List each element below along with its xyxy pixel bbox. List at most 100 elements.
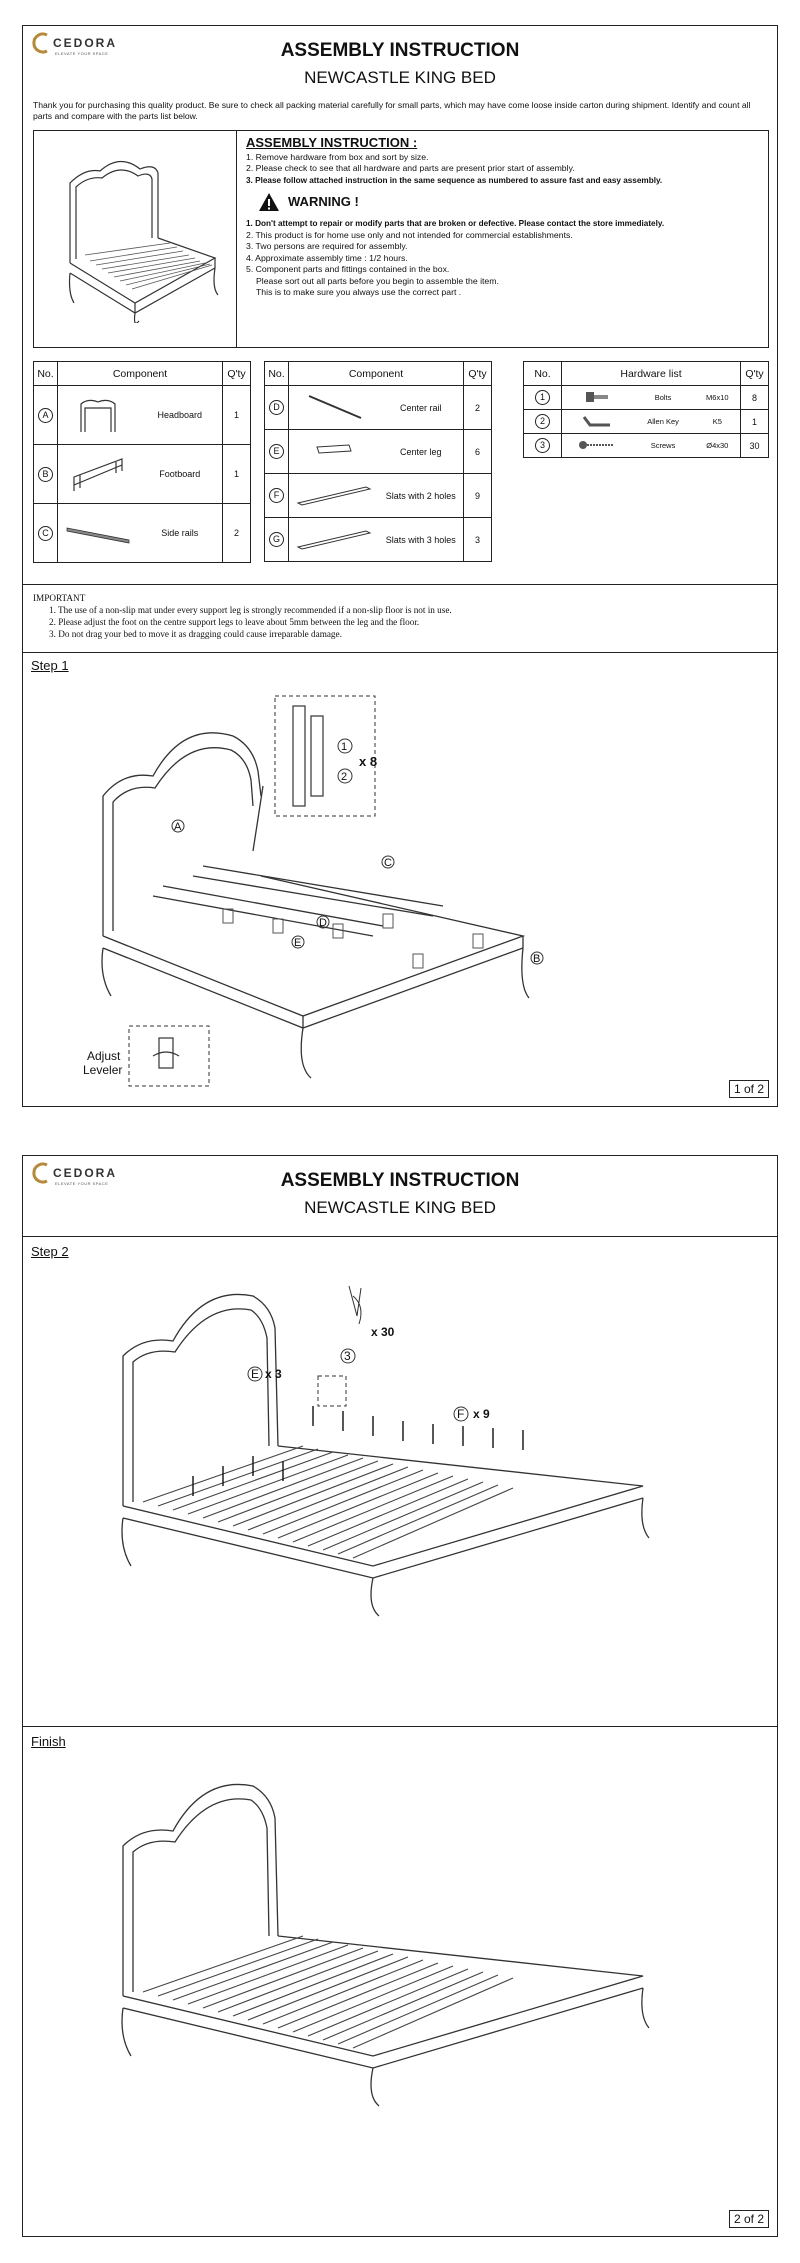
diagram-letter: B — [533, 953, 540, 965]
brand-logo: CEDORA ELEVATE YOUR SPACE — [31, 1162, 141, 1192]
adjust-label: Adjust — [87, 1049, 121, 1063]
warning-heading: WARNING ! — [258, 192, 766, 212]
part-qty: 1 — [222, 385, 251, 445]
hardware-number: 1 — [535, 390, 550, 405]
warning-item: 2. This product is for home use only and… — [246, 229, 573, 240]
finish-label: Finish — [31, 1734, 66, 1749]
part-qty: 6 — [463, 429, 492, 474]
step-1-diagram: A B C D E 1 2 — [83, 676, 723, 1096]
brand-name: CEDORA — [53, 1166, 118, 1180]
important-heading: IMPORTANT — [33, 593, 86, 603]
leveler-label: Leveler — [83, 1063, 122, 1077]
part-letter: E — [269, 444, 284, 459]
components-table-right: No. Component Q'ty D Center rail 2 E Cen… — [264, 361, 492, 562]
important-notes: IMPORTANT 1. The use of a non-slip mat u… — [33, 592, 769, 640]
document-title: ASSEMBLY INSTRUCTION — [280, 1170, 520, 1191]
panel-divider — [236, 131, 237, 347]
part-name: Headboard — [137, 385, 223, 445]
hardware-qty: 8 — [740, 385, 769, 410]
diagram-letter: C — [384, 857, 392, 869]
bolt-icon — [561, 385, 632, 410]
warning-extra: This is to make sure you always use the … — [256, 287, 462, 297]
col-no: No. — [264, 361, 289, 386]
center-rail-icon — [288, 385, 379, 430]
hardware-name: Bolts — [631, 385, 695, 410]
instructions-heading: ASSEMBLY INSTRUCTION : — [246, 135, 418, 150]
table-row: 3 Screws Ø4x30 30 — [523, 433, 769, 458]
diagram-number: 3 — [344, 1349, 351, 1363]
page-number: 2 of 2 — [728, 2210, 769, 2228]
components-table-left: No. Component Q'ty A Headboard 1 B Footb… — [33, 361, 251, 563]
hardware-qty: 30 — [740, 433, 769, 458]
table-row: F Slats with 2 holes 9 — [264, 473, 492, 518]
instruction-item: 2. Please check to see that all hardware… — [246, 163, 575, 173]
warning-item: 1. Don't attempt to repair or modify par… — [246, 219, 665, 228]
brand-name: CEDORA — [53, 36, 118, 50]
table-row: D Center rail 2 — [264, 385, 492, 430]
intro-text: Thank you for purchasing this quality pr… — [33, 100, 751, 121]
step-2-label: Step 2 — [31, 1244, 69, 1259]
screw-count: x 30 — [371, 1325, 395, 1339]
center-leg-icon — [288, 429, 379, 474]
part-name: Footboard — [137, 444, 223, 504]
hardware-number: 3 — [535, 438, 550, 453]
page-number: 1 of 2 — [728, 1080, 769, 1098]
col-no: No. — [33, 361, 58, 386]
part-qty: 1 — [222, 444, 251, 504]
overview-panel: ASSEMBLY INSTRUCTION : 1. Remove hardwar… — [33, 130, 769, 348]
table-row: A Headboard 1 — [33, 385, 251, 445]
page-1: CEDORA ELEVATE YOUR SPACE ASSEMBLY INSTR… — [22, 25, 778, 1107]
divider — [23, 652, 777, 653]
part-name: Center leg — [378, 429, 464, 474]
slat-three-holes-icon — [288, 517, 379, 562]
diagram-letter: D — [319, 917, 327, 929]
divider — [23, 584, 777, 585]
diagram-letter: E — [251, 1367, 259, 1381]
finished-bed-diagram — [103, 1756, 723, 2116]
part-letter: D — [269, 400, 284, 415]
diagram-letter: F — [457, 1407, 464, 1421]
diagram-number: 1 — [341, 741, 347, 753]
warning-triangle-icon — [259, 193, 279, 211]
document-subtitle: NEWCASTLE KING BED — [304, 68, 496, 87]
brand-logo: CEDORA ELEVATE YOUR SPACE — [31, 32, 141, 62]
step-1-label: Step 1 — [31, 658, 69, 673]
col-qty: Q'ty — [463, 361, 492, 386]
hardware-number: 2 — [535, 414, 550, 429]
col-component: Component — [288, 361, 464, 386]
table-row: 1 Bolts M6x10 8 — [523, 385, 769, 410]
table-row: B Footboard 1 — [33, 444, 251, 504]
table-row: C Side rails 2 — [33, 503, 251, 563]
col-hardware: Hardware list — [561, 361, 741, 386]
logo-mark-icon — [32, 32, 48, 54]
hardware-size: M6x10 — [694, 385, 741, 410]
slat-two-holes-icon — [288, 473, 379, 518]
part-letter: A — [38, 407, 53, 423]
part-name: Slats with 2 holes — [378, 473, 464, 518]
slat-count: x 9 — [473, 1407, 490, 1421]
center-leg-count: x 3 — [265, 1367, 282, 1381]
col-no: No. — [523, 361, 562, 386]
table-row: G Slats with 3 holes 3 — [264, 517, 492, 562]
part-letter: C — [38, 525, 53, 541]
part-name: Center rail — [378, 385, 464, 430]
col-component: Component — [57, 361, 223, 386]
table-row: E Center leg 6 — [264, 429, 492, 474]
part-letter: G — [269, 532, 284, 547]
assembly-instructions: ASSEMBLY INSTRUCTION : 1. Remove hardwar… — [246, 135, 766, 299]
important-item: 2. Please adjust the foot on the centre … — [49, 617, 420, 627]
col-qty: Q'ty — [740, 361, 769, 386]
warning-item: 3. Two persons are required for assembly… — [246, 241, 408, 251]
part-letter: F — [269, 488, 284, 503]
logo-mark-icon — [32, 1162, 48, 1184]
document-title: ASSEMBLY INSTRUCTION — [280, 40, 520, 61]
screw-icon — [561, 433, 632, 458]
part-qty: 3 — [463, 517, 492, 562]
divider — [23, 1726, 777, 1727]
page-2: CEDORA ELEVATE YOUR SPACE ASSEMBLY INSTR… — [22, 1155, 778, 2237]
hardware-name: Allen Key — [631, 409, 695, 434]
hardware-size: K5 — [694, 409, 741, 434]
hardware-name: Screws — [631, 433, 695, 458]
bolt-count: x 8 — [359, 754, 377, 769]
brand-tagline: ELEVATE YOUR SPACE — [55, 51, 109, 56]
